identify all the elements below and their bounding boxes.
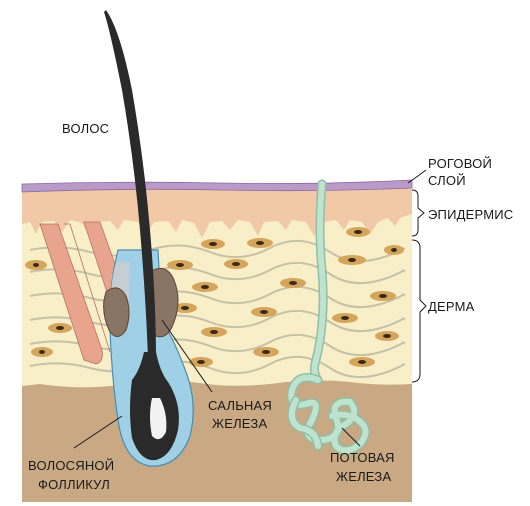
label-hair: ВОЛОС [62, 121, 109, 136]
stratum-corneum-bracket [408, 170, 426, 183]
label-hair-follicle-2: ФОЛЛИКУЛ [38, 477, 110, 492]
label-sebaceous-gland: САЛЬНАЯ [208, 398, 272, 413]
label-sweat-gland-2: ЖЕЛЕЗА [336, 469, 391, 484]
label-dermis: ДЕРМА [428, 299, 475, 314]
label-sebaceous-gland-2: ЖЕЛЕЗА [212, 416, 267, 431]
dermis-bracket [412, 240, 426, 382]
stratum-corneum-layer [22, 180, 412, 192]
label-stratum-corneum-2: СЛОЙ [428, 173, 466, 188]
label-stratum-corneum: РОГОВОЙ [428, 156, 492, 171]
label-sweat-gland: ПОТОВАЯ [330, 450, 395, 465]
label-hair-follicle: ВОЛОСЯНОЙ [28, 458, 114, 473]
label-epidermis: ЭПИДЕРМИС [428, 207, 513, 222]
epidermis-bracket [412, 190, 424, 236]
